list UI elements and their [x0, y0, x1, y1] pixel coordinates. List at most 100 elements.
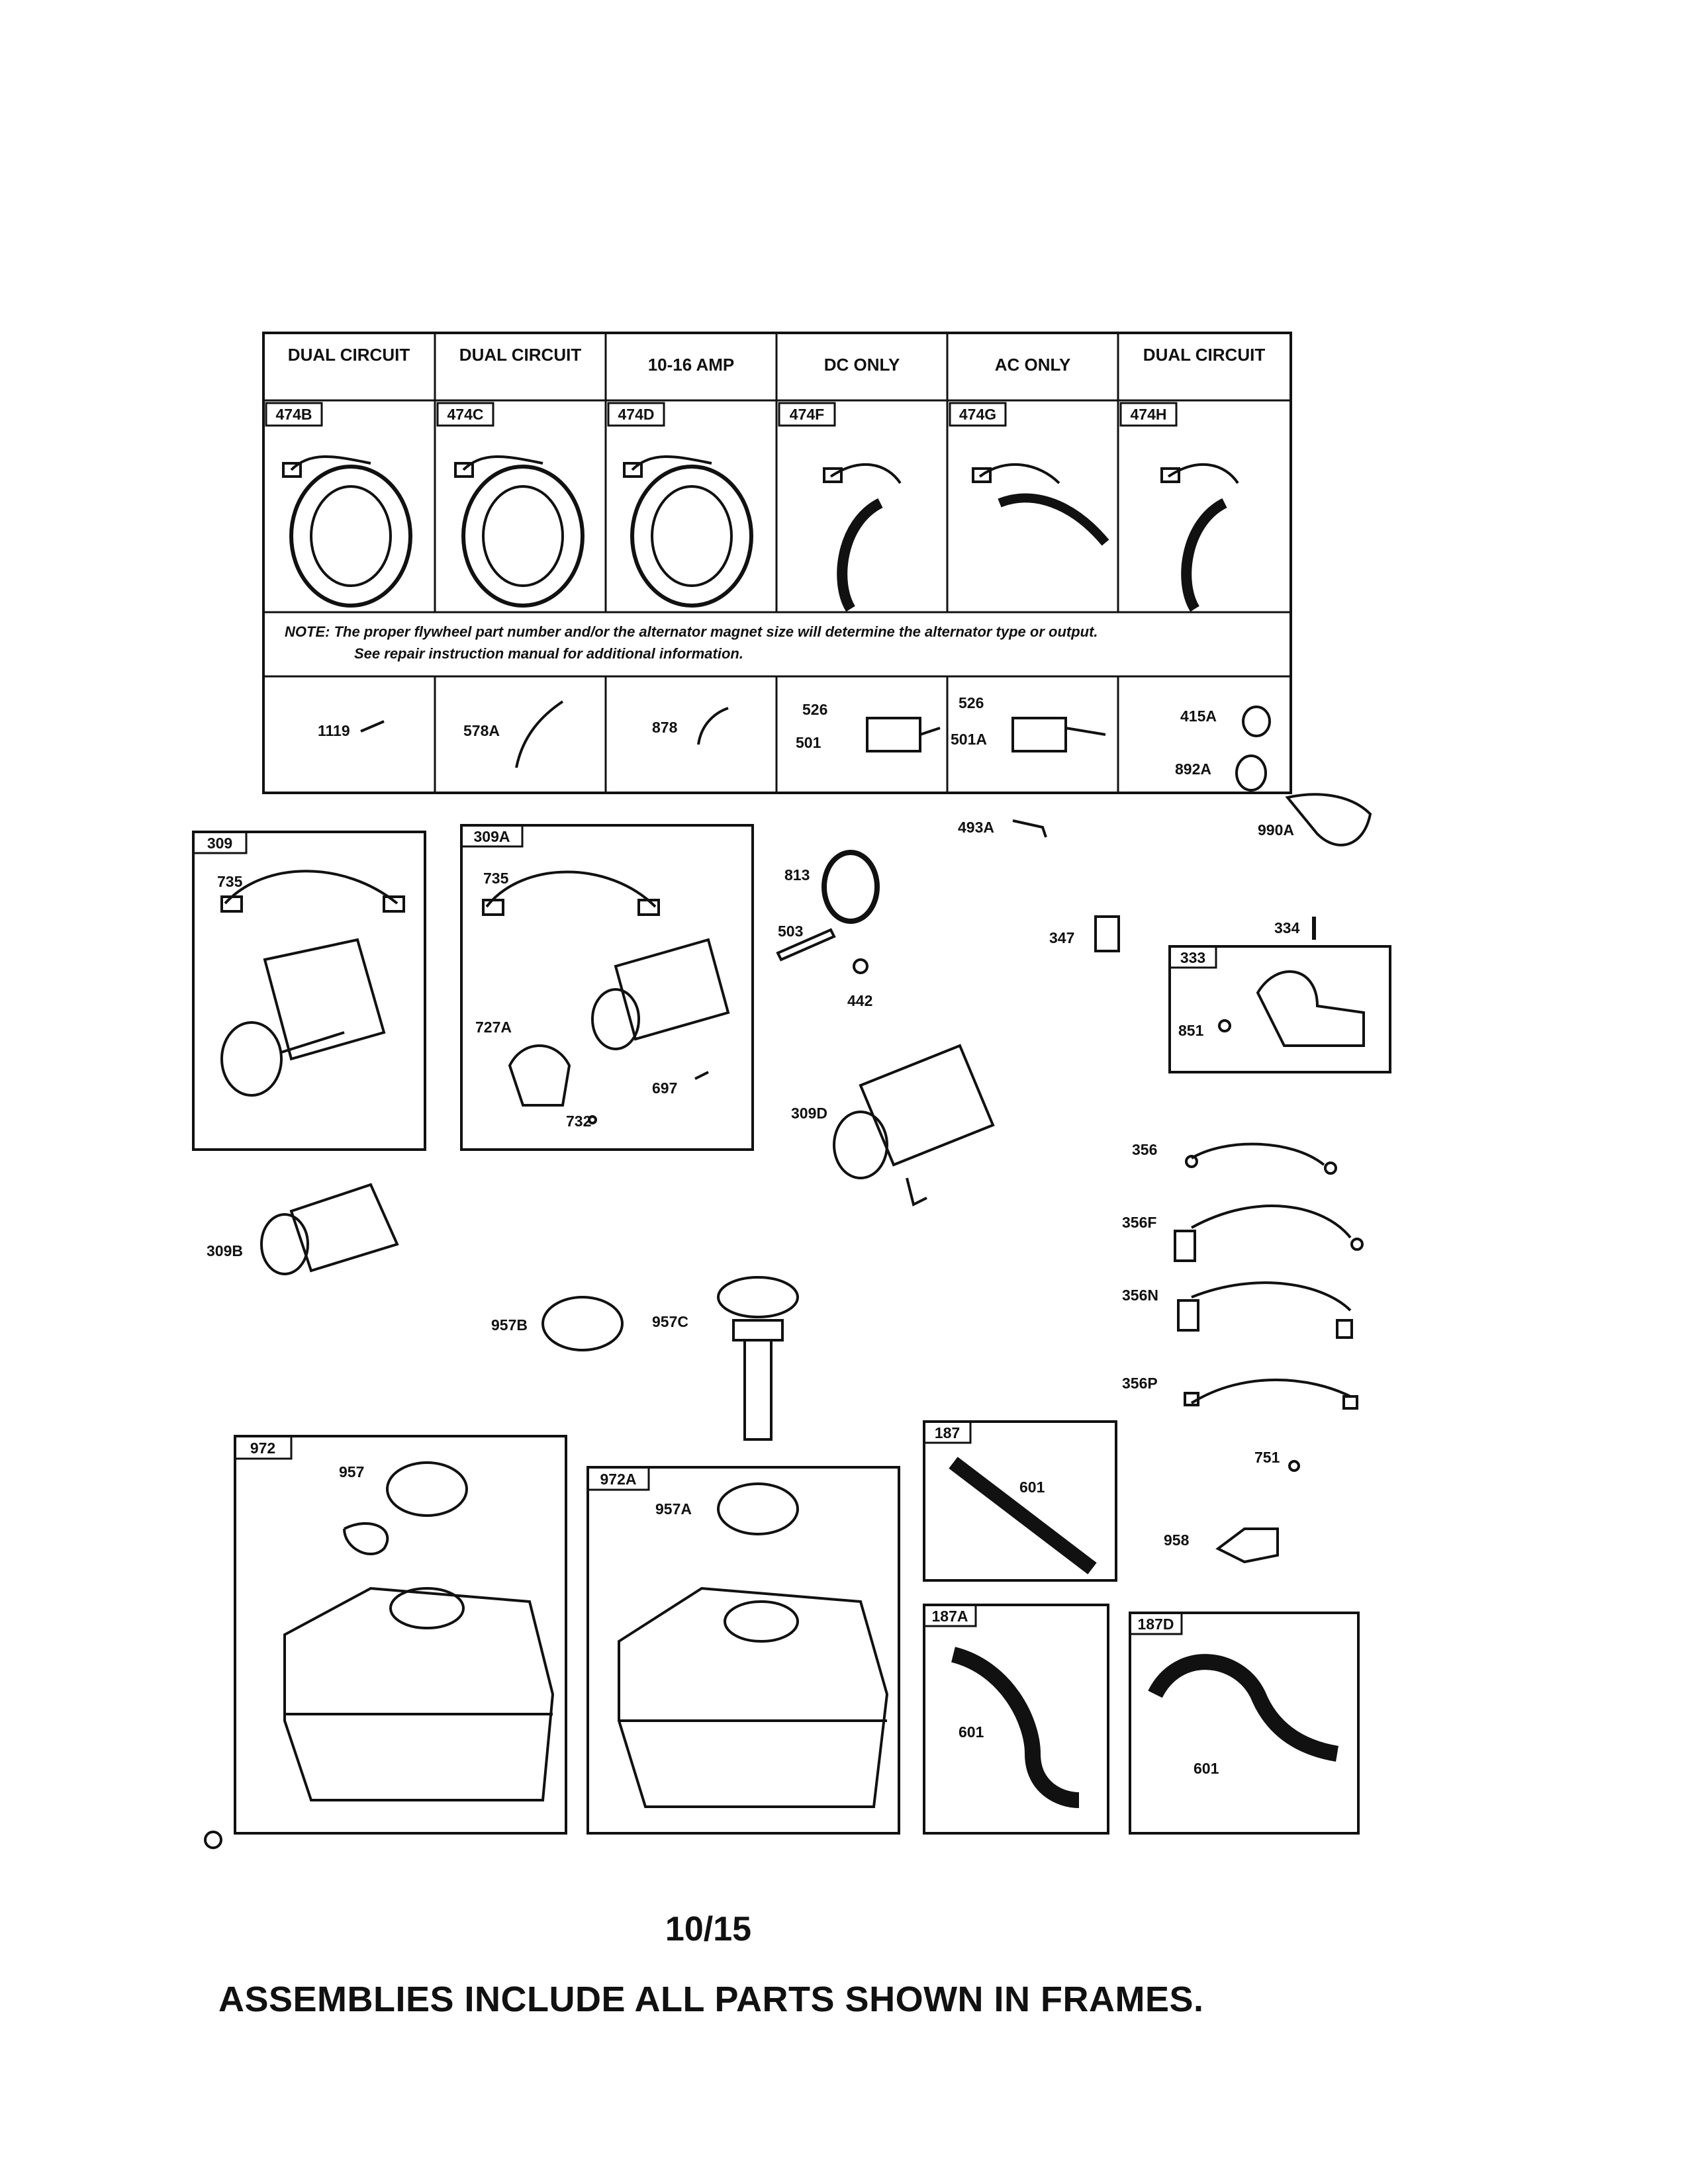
- callout-label: 697: [652, 1079, 677, 1097]
- part-number: 474B: [276, 406, 312, 423]
- callout-label: 501A: [951, 731, 987, 748]
- callout-label: 347: [1049, 929, 1074, 946]
- callout-label: 1119: [318, 722, 350, 739]
- clip-icon: [1012, 819, 1047, 838]
- callout-label: 415A: [1180, 707, 1217, 725]
- plug-icon: [1242, 705, 1271, 737]
- frame-tag: 972: [250, 1439, 275, 1457]
- frame-187d: [1129, 1612, 1360, 1835]
- callout-label: 751: [1254, 1449, 1280, 1466]
- frame-tag: 309A: [474, 828, 510, 845]
- callout-label: 356F: [1122, 1214, 1156, 1231]
- stator-segment-icon: [972, 463, 1109, 546]
- knob-icon: [1285, 793, 1372, 846]
- callout-label: 493A: [958, 819, 994, 836]
- rectifier-module-icon: [866, 717, 941, 752]
- starter-motor-icon: [220, 870, 405, 1097]
- table-note: See repair instruction manual for additi…: [354, 645, 743, 662]
- starter-motor-icon: [260, 1183, 399, 1275]
- frame-tag: 187: [935, 1424, 960, 1441]
- callout-label: 957C: [652, 1313, 688, 1330]
- callout-label: 732: [566, 1113, 591, 1130]
- callout-label: 813: [784, 866, 810, 884]
- bracket-icon: [776, 928, 836, 962]
- rectifier-module-icon: [1011, 717, 1106, 752]
- wire-harness-icon: [1174, 1205, 1364, 1262]
- callout-label: 503: [778, 923, 803, 940]
- frame-tag: 309: [207, 835, 232, 852]
- callout-label: 601: [959, 1723, 984, 1741]
- callout-label: 526: [959, 694, 984, 711]
- valve-icon: [1215, 1527, 1279, 1564]
- fuel-tank-icon: [618, 1482, 889, 1808]
- column-header: 10-16 AMP: [648, 355, 735, 375]
- column-header: DUAL CIRCUIT: [1143, 345, 1266, 365]
- callout-label: 578A: [463, 722, 500, 739]
- part-number: 474H: [1131, 406, 1167, 423]
- callout-label: 957: [339, 1463, 364, 1480]
- starter-motor-icon: [833, 1044, 995, 1206]
- fuel-cap-gauge-icon: [717, 1276, 799, 1441]
- callout-label: 735: [217, 873, 243, 890]
- frame-187a: [923, 1604, 1109, 1835]
- wire-lead-icon: [515, 700, 564, 768]
- callout-label: 878: [652, 719, 678, 736]
- callout-label: 526: [802, 701, 827, 718]
- callout-label: 735: [483, 870, 509, 887]
- column-header: AC ONLY: [995, 355, 1071, 375]
- table-note: NOTE: The proper flywheel part number an…: [285, 623, 1098, 640]
- fuel-hose-icon: [951, 1647, 1080, 1808]
- frame-972: [234, 1435, 567, 1835]
- part-number: 474C: [447, 406, 484, 423]
- column-header: DC ONLY: [824, 355, 900, 375]
- column-header: DUAL CIRCUIT: [459, 345, 582, 365]
- clamp-band-icon: [821, 850, 880, 924]
- switch-icon: [1094, 915, 1120, 952]
- callout-label: 727A: [475, 1019, 512, 1036]
- callout-label: 990A: [1258, 821, 1294, 839]
- callout-label: 851: [1178, 1022, 1204, 1039]
- callout-label: 356N: [1122, 1287, 1158, 1304]
- frame-tag: 333: [1180, 949, 1205, 966]
- part-number: 474D: [618, 406, 655, 423]
- stator-ring-icon: [623, 455, 753, 608]
- frame-tag: 972A: [600, 1471, 637, 1488]
- callout-label: 601: [1194, 1760, 1219, 1777]
- callout-label: 356P: [1122, 1375, 1158, 1392]
- part-number: 474F: [790, 406, 824, 423]
- callout-label: 957A: [655, 1500, 692, 1518]
- footer-note: ASSEMBLIES INCLUDE ALL PARTS SHOWN IN FR…: [218, 1979, 1204, 2019]
- stator-half-icon: [1160, 463, 1239, 612]
- callout-label: 601: [1019, 1479, 1045, 1496]
- page-number: 10/15: [665, 1910, 752, 1948]
- callout-label: 957B: [491, 1316, 528, 1334]
- bolt-icon: [853, 958, 868, 974]
- screw-icon: [204, 1831, 222, 1849]
- fuel-cap-icon: [541, 1296, 624, 1351]
- frame-187: [923, 1420, 1117, 1582]
- frame-309a: [460, 824, 754, 1151]
- frame-972a: [586, 1466, 900, 1835]
- wire-lead-icon: [697, 707, 729, 745]
- frame-tag: 187D: [1138, 1615, 1174, 1633]
- wire-harness-icon: [1185, 1142, 1337, 1175]
- frame-309: [192, 831, 426, 1151]
- fuel-hose-icon: [1148, 1654, 1339, 1762]
- callout-label: 309D: [791, 1105, 827, 1122]
- callout-label: 958: [1164, 1531, 1190, 1549]
- callout-label: 442: [847, 992, 872, 1009]
- part-number: 474G: [959, 406, 996, 423]
- callout-label: 892A: [1175, 760, 1211, 778]
- stator-half-icon: [823, 463, 902, 612]
- screw-icon: [360, 720, 385, 733]
- stator-ring-icon: [454, 455, 585, 608]
- fuel-tank-icon: [283, 1461, 555, 1801]
- callout-label: 501: [796, 734, 821, 751]
- callout-label: 309B: [207, 1242, 243, 1259]
- wire-harness-icon: [1177, 1281, 1353, 1339]
- column-header: DUAL CIRCUIT: [288, 345, 410, 365]
- frame-tag: 187A: [932, 1608, 968, 1625]
- wire-harness-icon: [1184, 1379, 1358, 1410]
